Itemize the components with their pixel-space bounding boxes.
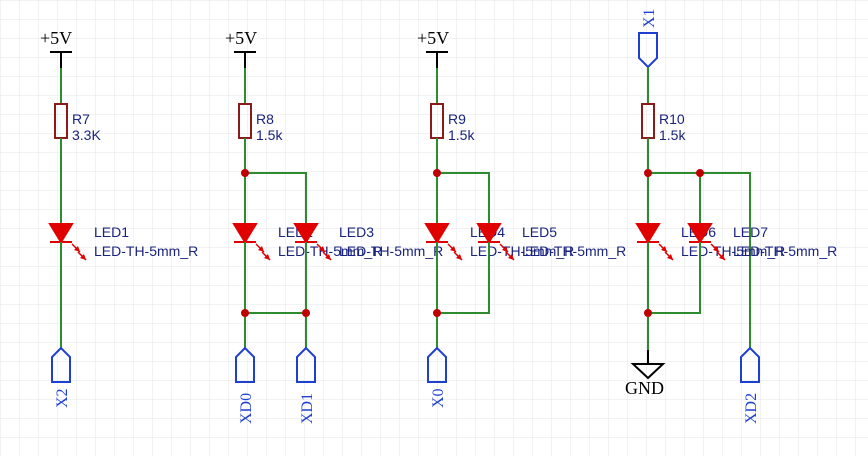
resistor-value: 3.3K: [72, 127, 101, 143]
port-x1[interactable]: [638, 32, 658, 69]
led-ref: LED3: [339, 224, 374, 240]
led-ref: LED7: [733, 224, 768, 240]
resistor-ref: R9: [448, 111, 466, 127]
port-label: X1: [641, 8, 658, 28]
circuit-column-1: +5V R7 3.3K LED1 LED-TH-5mm_R X2: [40, 28, 198, 408]
port-x2[interactable]: [51, 346, 71, 383]
port-xd1[interactable]: [296, 346, 316, 383]
circuit-column-4: X1 R10 1.5k LED6 LED-TH-5mm_R LED7 LED-T…: [625, 8, 837, 424]
led7[interactable]: [687, 223, 713, 244]
junction-dot: [644, 309, 652, 317]
vcc-label: +5V: [40, 28, 72, 48]
junction-dot: [696, 169, 704, 177]
led5[interactable]: [476, 223, 502, 244]
junction-dot: [241, 169, 249, 177]
port-xd0[interactable]: [235, 346, 255, 383]
resistor-value: 1.5k: [256, 127, 283, 143]
led-part: LED-TH-5mm_R: [681, 243, 785, 259]
gnd-icon: [630, 363, 666, 380]
port-label: XD0: [238, 393, 255, 424]
led1[interactable]: [48, 223, 74, 244]
port-x0[interactable]: [427, 346, 447, 383]
resistor-value: 1.5k: [448, 127, 475, 143]
led-part: LED-TH-5mm_R: [278, 243, 382, 259]
led-part: LED-TH-5mm_R: [733, 243, 837, 259]
junction-dot: [644, 169, 652, 177]
led-part: LED-TH-5mm_R: [470, 243, 574, 259]
port-label: X0: [430, 388, 447, 408]
led2[interactable]: [232, 223, 258, 244]
led3[interactable]: [293, 223, 319, 244]
led-ref: LED1: [94, 224, 129, 240]
led4[interactable]: [424, 223, 450, 244]
junction-dot: [433, 309, 441, 317]
vcc-label: +5V: [225, 28, 257, 48]
led6[interactable]: [635, 223, 661, 244]
circuit-column-3: +5V R9 1.5k LED4 LED-TH-5mm_R LED5 LED-T…: [417, 28, 626, 408]
port-label: XD2: [743, 393, 760, 424]
circuit-column-2: +5V R8 1.5k LED2 LED-TH-5mm_R LED3 LED-T…: [225, 28, 443, 424]
led-part: LED-TH-5mm_R: [94, 243, 198, 259]
resistor-ref: R7: [72, 111, 90, 127]
led-part: LED-TH-5mm_R: [522, 243, 626, 259]
resistor-ref: R10: [659, 111, 685, 127]
port-label: XD1: [299, 393, 316, 424]
resistor-ref: R8: [256, 111, 274, 127]
port-xd2[interactable]: [740, 346, 760, 383]
led-part: LED-TH-5mm_R: [339, 243, 443, 259]
junction-dot: [302, 309, 310, 317]
junction-dot: [433, 169, 441, 177]
gnd-label: GND: [625, 378, 664, 398]
led-ref: LED5: [522, 224, 557, 240]
port-label: X2: [54, 388, 71, 408]
resistor-value: 1.5k: [659, 127, 686, 143]
junction-dot: [241, 309, 249, 317]
vcc-label: +5V: [417, 28, 449, 48]
